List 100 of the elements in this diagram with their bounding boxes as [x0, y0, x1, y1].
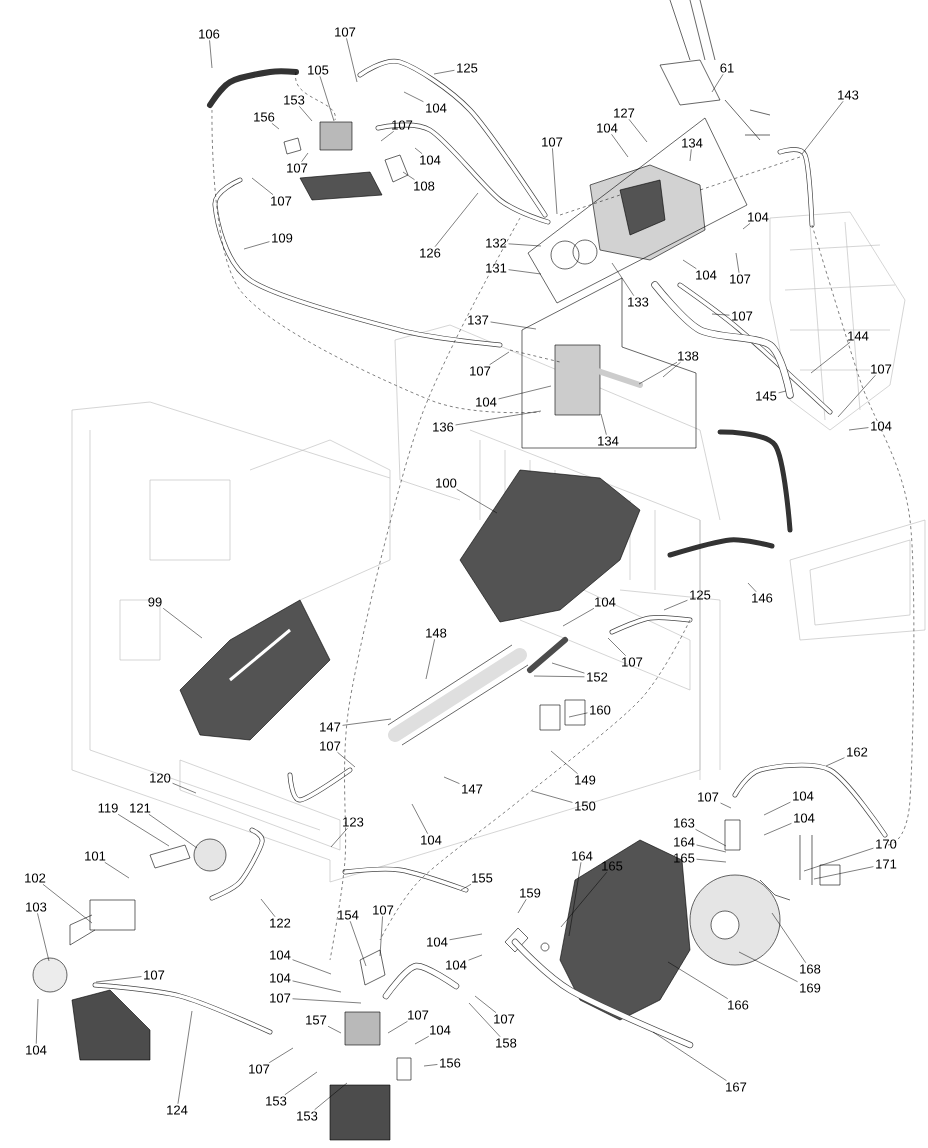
leader-line	[735, 252, 740, 273]
leader-line	[562, 608, 595, 627]
callout-number: 147	[462, 784, 483, 794]
leader-line	[747, 582, 757, 592]
leader-line	[387, 1021, 408, 1034]
callout-number: 107	[698, 792, 719, 802]
leader-line	[425, 639, 435, 680]
leader-line	[251, 177, 274, 195]
callout-number: 107	[287, 163, 308, 173]
callout-number: 170	[876, 839, 897, 849]
callout-number: 107	[494, 1014, 515, 1024]
callout-number: 134	[682, 138, 703, 148]
callout-number: 106	[199, 29, 220, 39]
leader-line	[498, 385, 552, 400]
leader-line	[638, 362, 678, 385]
callout-number: 152	[587, 672, 608, 682]
leader-line	[474, 995, 497, 1013]
callout-number: 125	[690, 590, 711, 600]
callout-number: 125	[457, 63, 478, 73]
callout-number: 108	[414, 181, 435, 191]
callout-number: 154	[338, 910, 359, 920]
callout-number: 171	[876, 859, 897, 869]
callout-number: 132	[486, 238, 507, 248]
callout-number: 163	[674, 818, 695, 828]
leader-line	[533, 675, 585, 678]
leader-line	[490, 321, 537, 330]
callout-number: 122	[270, 918, 291, 928]
leader-line	[301, 152, 309, 162]
leader-line	[778, 390, 787, 394]
leader-line	[330, 828, 348, 848]
leader-line	[284, 1071, 318, 1095]
callout-number: 155	[472, 873, 493, 883]
callout-number: 104	[871, 421, 892, 431]
leader-line	[342, 718, 392, 726]
callout-number: 107	[871, 364, 892, 374]
callout-number: 104	[26, 1045, 47, 1055]
leader-line	[662, 362, 681, 378]
leader-line	[104, 862, 130, 879]
callout-number: 164	[572, 851, 593, 861]
leader-line	[243, 241, 270, 250]
leader-line	[403, 91, 424, 102]
callout-number: 99	[148, 597, 162, 607]
leader-line	[379, 916, 383, 957]
leader-line	[468, 1002, 501, 1037]
callout-number: 162	[847, 747, 868, 757]
leader-line	[663, 600, 688, 611]
callout-number: 145	[756, 391, 777, 401]
callout-number: 136	[433, 422, 454, 432]
callout-number: 104	[696, 270, 717, 280]
callout-number: 153	[266, 1096, 287, 1106]
leader-line	[268, 1047, 294, 1063]
callout-number: 127	[614, 108, 635, 118]
callout-number: 159	[520, 888, 541, 898]
leader-line	[803, 847, 874, 872]
leader-line	[600, 413, 607, 435]
callout-number: 104	[476, 397, 497, 407]
leader-line	[628, 119, 648, 143]
leader-line	[299, 106, 313, 122]
leader-line	[711, 74, 724, 93]
callout-number: 104	[595, 597, 616, 607]
leader-line	[607, 637, 626, 656]
callout-number: 165	[602, 861, 623, 871]
callout-number: 169	[800, 983, 821, 993]
leader-line	[682, 259, 697, 269]
leader-line	[42, 884, 93, 924]
leader-line	[346, 38, 358, 83]
callout-number: 144	[848, 331, 869, 341]
leader-line	[560, 872, 607, 928]
callout-number: 156	[440, 1058, 461, 1068]
leader-line	[689, 149, 692, 162]
leader-line	[337, 752, 356, 768]
leader-line	[763, 801, 791, 816]
callout-number: 107	[622, 657, 643, 667]
leader-line	[568, 862, 582, 937]
leader-line	[695, 829, 727, 847]
leader-line	[611, 134, 629, 158]
callout-number: 160	[590, 705, 611, 715]
callout-number: 153	[297, 1111, 318, 1121]
callout-number: 153	[284, 95, 305, 105]
leader-line	[801, 101, 844, 155]
leader-line	[402, 171, 415, 180]
leader-line	[552, 148, 558, 215]
leader-line	[468, 954, 483, 961]
callout-number: 146	[752, 593, 773, 603]
leader-line	[423, 1064, 438, 1067]
callout-number: 143	[838, 90, 859, 100]
callout-number: 107	[335, 27, 356, 37]
callout-number: 104	[421, 835, 442, 845]
callout-number: 107	[542, 137, 563, 147]
leader-line	[314, 1082, 348, 1110]
callout-number: 134	[598, 436, 619, 446]
callout-number: 61	[720, 63, 734, 73]
leader-line	[271, 123, 280, 130]
leader-line	[36, 998, 39, 1044]
callout-number: 166	[728, 1000, 749, 1010]
leader-line	[37, 913, 50, 962]
leader-line	[711, 313, 730, 316]
leader-line	[611, 262, 635, 296]
callout-number: 104	[597, 123, 618, 133]
callout-number: 104	[270, 973, 291, 983]
